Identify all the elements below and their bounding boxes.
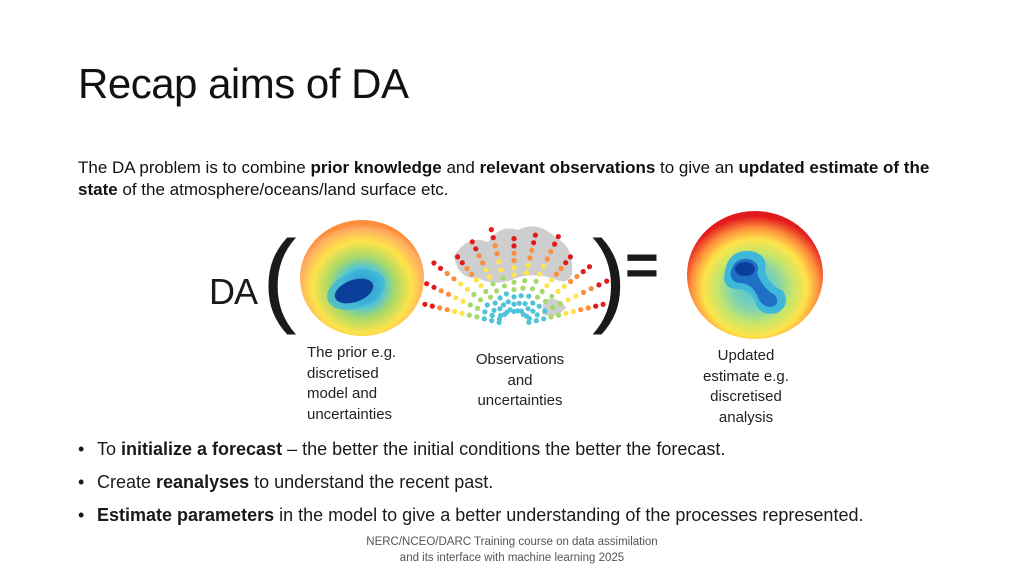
- slide-footer: NERC/NCEO/DARC Training course on data a…: [0, 534, 1024, 566]
- bullet-text: to understand the recent past.: [249, 472, 494, 492]
- open-parenthesis: (: [262, 220, 297, 336]
- bullet-item: • Create reanalyses to understand the rec…: [78, 470, 978, 494]
- bullet-item: • To initialize a forecast – the better t…: [78, 437, 978, 461]
- caption-updated-line: discretised: [710, 388, 782, 405]
- prior-globe-image: [300, 220, 424, 336]
- caption-updated: Updated estimate e.g. discretised analys…: [690, 346, 802, 428]
- caption-observations-line: and: [507, 371, 533, 389]
- caption-prior-line: discretised: [307, 364, 379, 382]
- intro-text-3: to give an: [655, 158, 739, 177]
- bullet-item: • Estimate parameters in the model to giv…: [78, 503, 978, 527]
- close-parenthesis: ): [592, 220, 627, 336]
- bullet-text: To: [97, 439, 122, 459]
- slide-title: Recap aims of DA: [78, 60, 409, 107]
- observations-globe-image: [422, 226, 610, 325]
- footer-line: and its interface with machine learning …: [399, 552, 625, 564]
- intro-bold-updated-estimate: updated estimate of the state: [78, 158, 930, 199]
- intro-bold-relevant-observations: relevant observations: [479, 158, 656, 177]
- bullet-bold: initialize a forecast: [121, 439, 283, 459]
- caption-prior-line: uncertainties: [307, 405, 393, 423]
- bullet-dot: •: [78, 439, 85, 459]
- intro-text-1: The DA problem is to combine: [78, 158, 311, 177]
- caption-observations: Observations and uncertainties: [466, 350, 574, 412]
- equals-sign: =: [625, 233, 659, 298]
- intro-paragraph: The DA problem is to combine prior knowl…: [78, 157, 938, 201]
- bullet-dot: •: [78, 472, 85, 492]
- intro-bold-prior-knowledge: prior knowledge: [310, 158, 442, 177]
- equation-da-label: DA: [209, 271, 258, 312]
- bullet-bold: Estimate parameters: [97, 505, 275, 525]
- caption-observations-line: Observations: [475, 351, 565, 368]
- bullet-text: in the model to give a better understand…: [274, 505, 864, 525]
- intro-text-4: of the atmosphere/oceans/land surface et…: [117, 180, 449, 199]
- caption-updated-line: estimate e.g.: [703, 367, 789, 385]
- aims-bullet-list: • To initialize a forecast – the better t…: [78, 437, 978, 536]
- caption-updated-line: analysis: [718, 408, 774, 426]
- caption-observations-line: uncertainties: [477, 392, 563, 409]
- bullet-text: – the better the initial conditions the …: [282, 439, 726, 459]
- footer-line: NERC/NCEO/DARC Training course on data a…: [366, 536, 658, 548]
- bullet-dot: •: [78, 505, 85, 525]
- caption-prior-line: model and: [307, 385, 378, 402]
- caption-prior-line: The prior e.g.: [307, 344, 397, 361]
- caption-updated-line: Updated: [717, 347, 775, 364]
- caption-prior: The prior e.g. discretised model and unc…: [307, 343, 427, 425]
- intro-text-2: and: [441, 158, 480, 177]
- analysis-globe-image: [687, 211, 823, 339]
- bullet-text: Create: [97, 472, 157, 492]
- bullet-bold: reanalyses: [156, 472, 250, 492]
